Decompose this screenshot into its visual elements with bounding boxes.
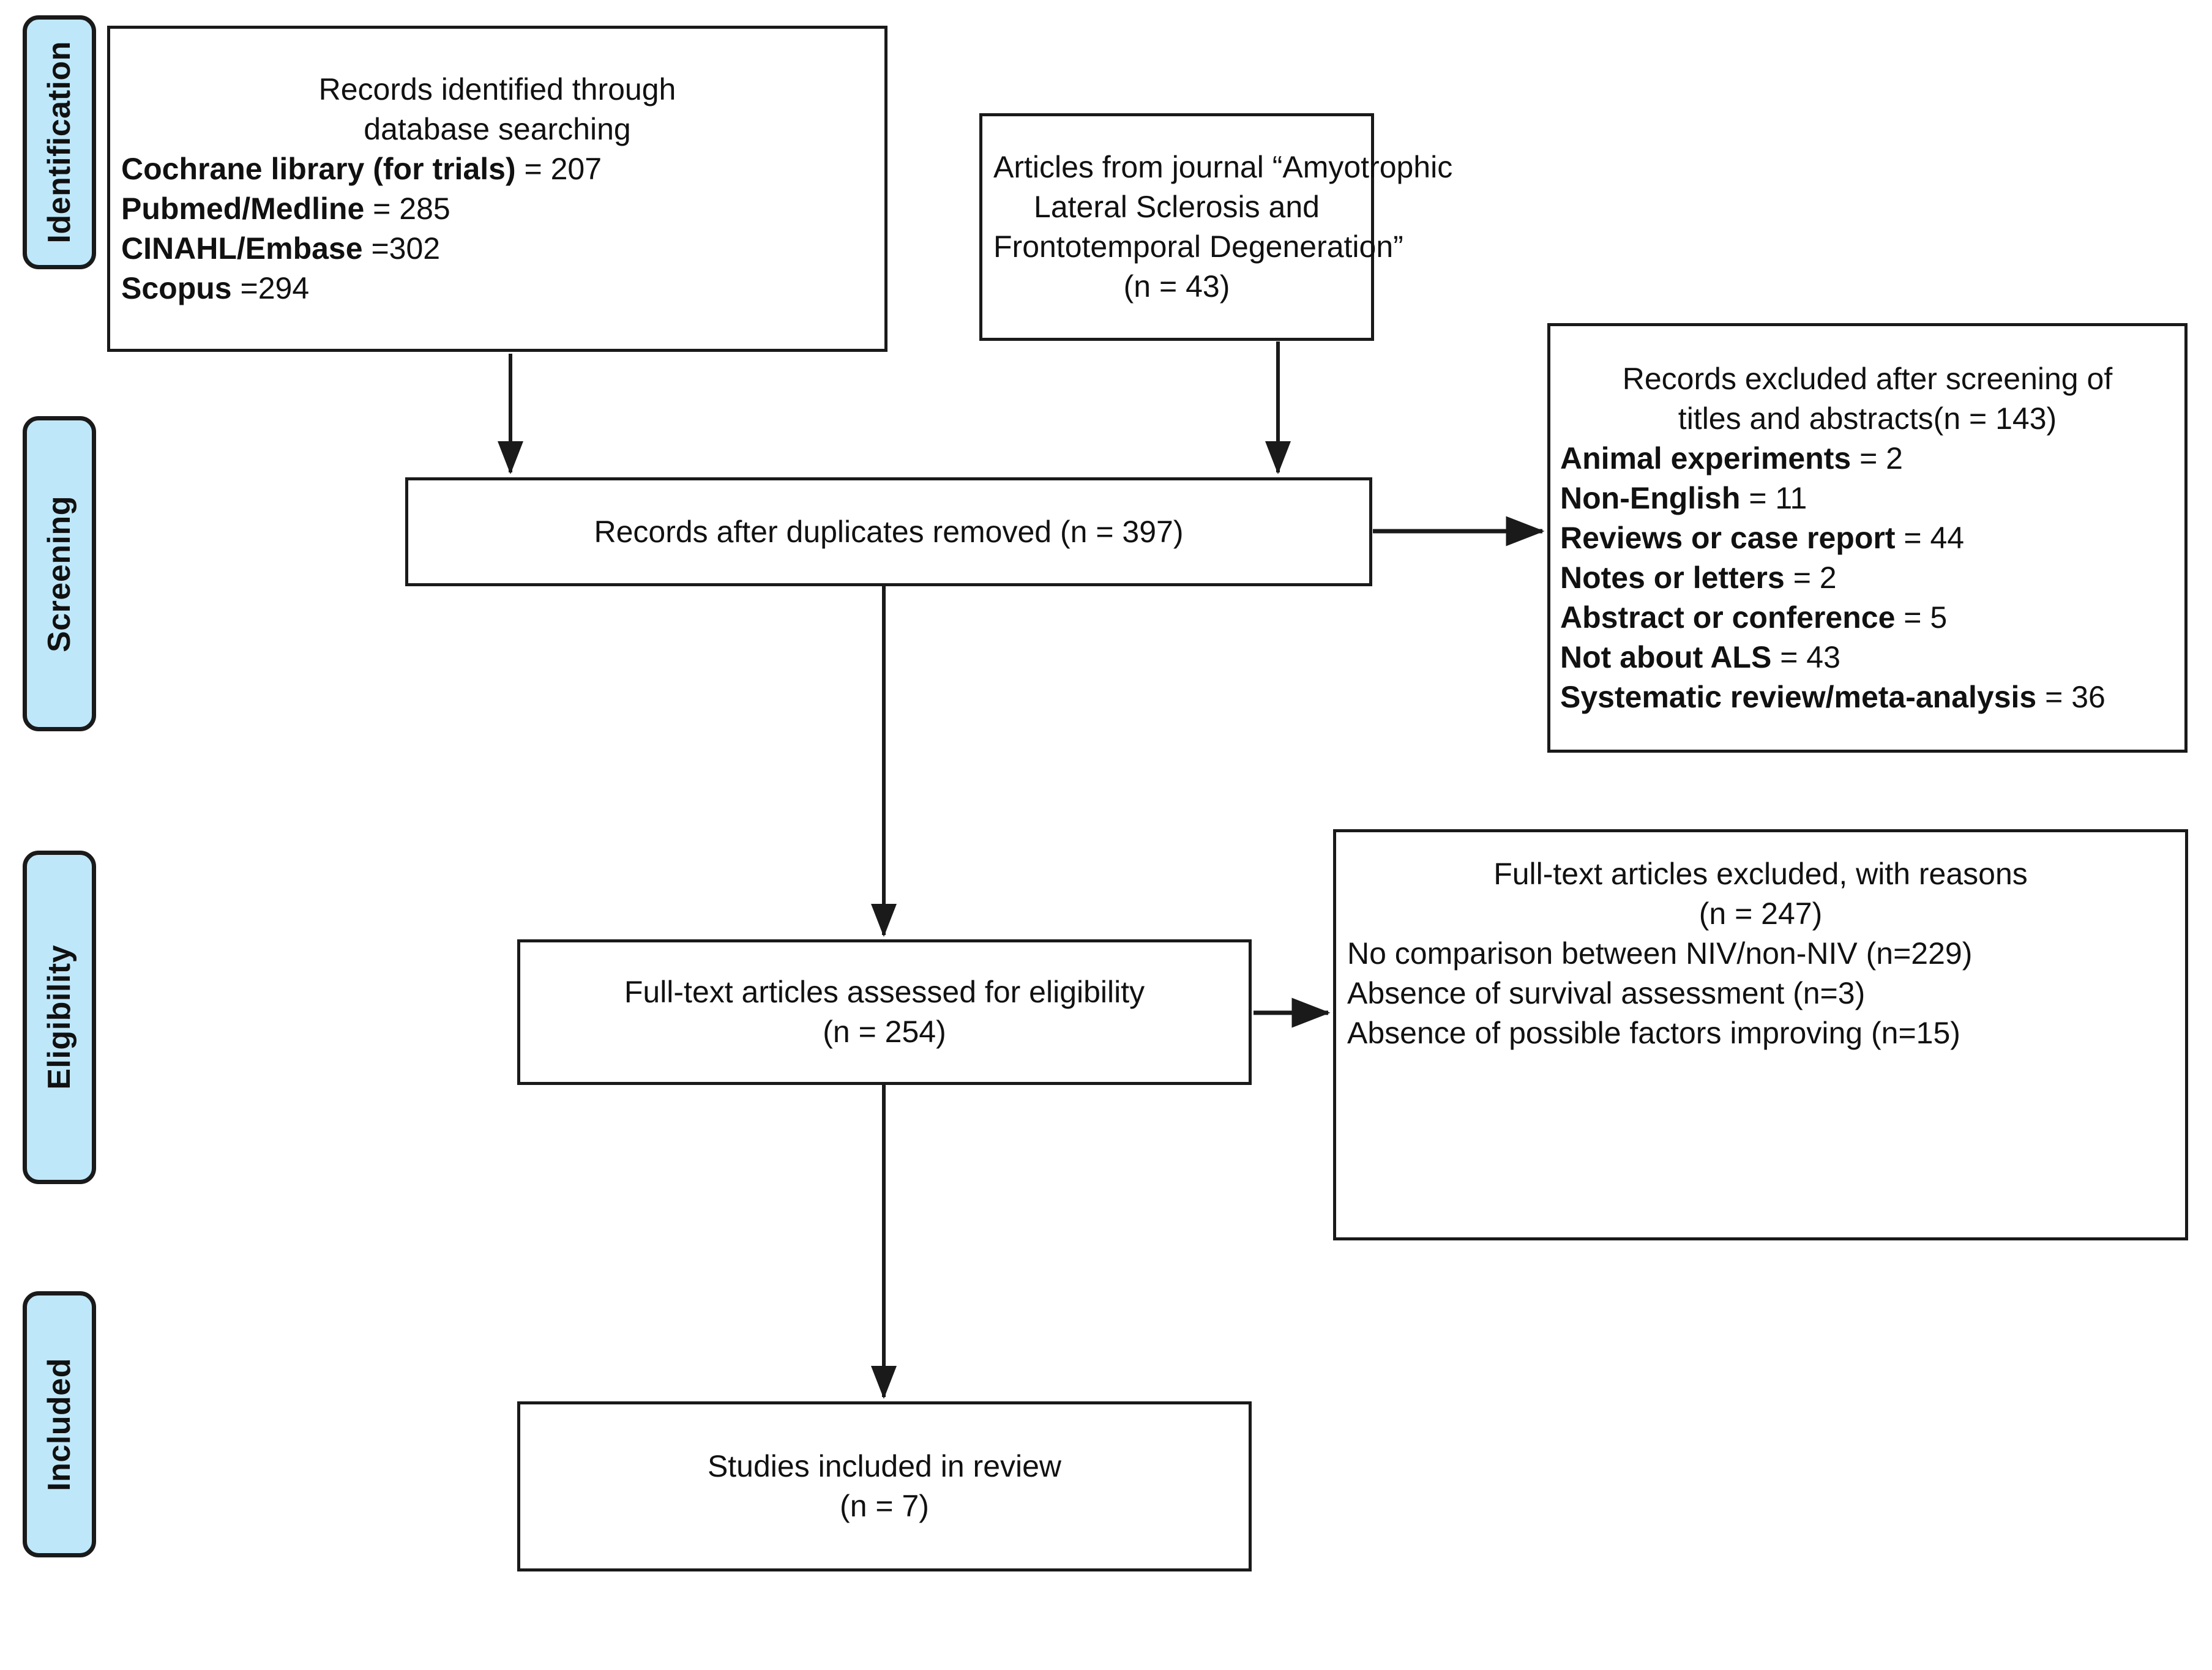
source-label-pubmed: Pubmed/Medline bbox=[121, 191, 365, 226]
records-identified-source-row: Pubmed/Medline = 285 bbox=[121, 189, 873, 229]
records-excluded-reason-row: Animal experiments = 2 bbox=[1560, 439, 2175, 479]
fulltext-excluded-reason: Absence of possible factors improving (n… bbox=[1347, 1016, 1960, 1050]
stage-label-identification: Identification bbox=[23, 15, 96, 269]
stage-label-screening: Screening bbox=[23, 416, 96, 731]
stage-label-eligibility-text: Eligibility bbox=[42, 945, 77, 1090]
reason-value-reviews: = 44 bbox=[1904, 520, 1965, 555]
records-excluded-reason-row: Abstract or conference = 5 bbox=[1560, 598, 2175, 638]
source-value-pubmed: = 285 bbox=[373, 191, 450, 226]
reason-label-reviews: Reviews or case report bbox=[1560, 520, 1896, 555]
stage-label-eligibility: Eligibility bbox=[23, 851, 96, 1184]
records-identified-source-row: CINAHL/Embase =302 bbox=[121, 229, 873, 269]
reason-value-not-als: = 43 bbox=[1780, 639, 1840, 674]
studies-included-line1: Studies included in review bbox=[707, 1449, 1062, 1483]
reason-value-abstract: = 5 bbox=[1904, 600, 1948, 635]
reason-value-notes: = 2 bbox=[1793, 560, 1837, 595]
journal-articles-line4: (n = 43) bbox=[1123, 269, 1230, 304]
records-excluded-reason-row: Reviews or case report = 44 bbox=[1560, 518, 2175, 558]
stage-label-included: Included bbox=[23, 1291, 96, 1557]
box-records-excluded: Records excluded after screening of titl… bbox=[1547, 323, 2188, 753]
journal-articles-line2: Lateral Sclerosis and bbox=[1034, 190, 1320, 224]
box-fulltext-excluded: Full-text articles excluded, with reason… bbox=[1333, 829, 2188, 1240]
records-identified-source-row: Cochrane library (for trials) = 207 bbox=[121, 149, 873, 189]
records-identified-title-line1: Records identified through bbox=[318, 72, 676, 106]
box-records-after-duplicates: Records after duplicates removed (n = 39… bbox=[405, 477, 1372, 586]
studies-included-line2: (n = 7) bbox=[840, 1489, 929, 1523]
records-identified-title-line2: database searching bbox=[364, 111, 631, 146]
stage-label-identification-text: Identification bbox=[42, 41, 77, 244]
journal-articles-line1: Articles from journal “Amyotrophic bbox=[993, 150, 1453, 184]
records-identified-source-row: Scopus =294 bbox=[121, 269, 873, 308]
source-value-cochrane: = 207 bbox=[524, 151, 602, 186]
source-value-cinahl: =302 bbox=[371, 231, 441, 266]
records-excluded-reason-row: Not about ALS = 43 bbox=[1560, 638, 2175, 677]
source-label-scopus: Scopus bbox=[121, 270, 232, 305]
journal-articles-line3: Frontotemporal Degeneration” bbox=[993, 229, 1403, 264]
fulltext-excluded-reason: Absence of survival assessment (n=3) bbox=[1347, 976, 1866, 1010]
records-after-duplicates-text: Records after duplicates removed (n = 39… bbox=[594, 514, 1184, 549]
box-records-identified: Records identified through database sear… bbox=[107, 26, 887, 352]
records-excluded-title-line2: titles and abstracts(n = 143) bbox=[1678, 401, 2057, 436]
fulltext-excluded-line2: (n = 247) bbox=[1698, 897, 1823, 931]
reason-value-animal: = 2 bbox=[1859, 441, 1903, 475]
records-excluded-title-line1: Records excluded after screening of bbox=[1622, 361, 2113, 396]
reason-label-abstract: Abstract or conference bbox=[1560, 600, 1896, 635]
reason-label-not-als: Not about ALS bbox=[1560, 639, 1772, 674]
records-excluded-reason-row: Notes or letters = 2 bbox=[1560, 558, 2175, 598]
reason-label-animal: Animal experiments bbox=[1560, 441, 1851, 475]
box-studies-included: Studies included in review (n = 7) bbox=[517, 1401, 1252, 1571]
reason-label-notes: Notes or letters bbox=[1560, 560, 1785, 595]
stage-label-included-text: Included bbox=[42, 1357, 77, 1491]
reason-label-systematic: Systematic review/meta-analysis bbox=[1560, 679, 2037, 714]
fulltext-assessed-line1: Full-text articles assessed for eligibil… bbox=[624, 975, 1145, 1009]
records-excluded-reason-row: Systematic review/meta-analysis = 36 bbox=[1560, 677, 2175, 717]
source-label-cinahl: CINAHL/Embase bbox=[121, 231, 363, 266]
fulltext-assessed-line2: (n = 254) bbox=[823, 1015, 946, 1049]
box-journal-articles: Articles from journal “Amyotrophic Later… bbox=[979, 113, 1453, 341]
reason-value-systematic: = 36 bbox=[2045, 679, 2106, 714]
stage-label-screening-text: Screening bbox=[42, 495, 77, 652]
source-value-scopus: =294 bbox=[240, 270, 310, 305]
reason-value-non-english: = 11 bbox=[1749, 480, 1807, 515]
fulltext-excluded-line1: Full-text articles excluded, with reason… bbox=[1493, 857, 2028, 891]
box-fulltext-assessed: Full-text articles assessed for eligibil… bbox=[517, 939, 1252, 1085]
source-label-cochrane: Cochrane library (for trials) bbox=[121, 151, 516, 186]
reason-label-non-english: Non-English bbox=[1560, 480, 1741, 515]
records-excluded-reason-row: Non-English = 11 bbox=[1560, 479, 2175, 518]
fulltext-excluded-reason: No comparison between NIV/non-NIV (n=229… bbox=[1347, 936, 1973, 971]
